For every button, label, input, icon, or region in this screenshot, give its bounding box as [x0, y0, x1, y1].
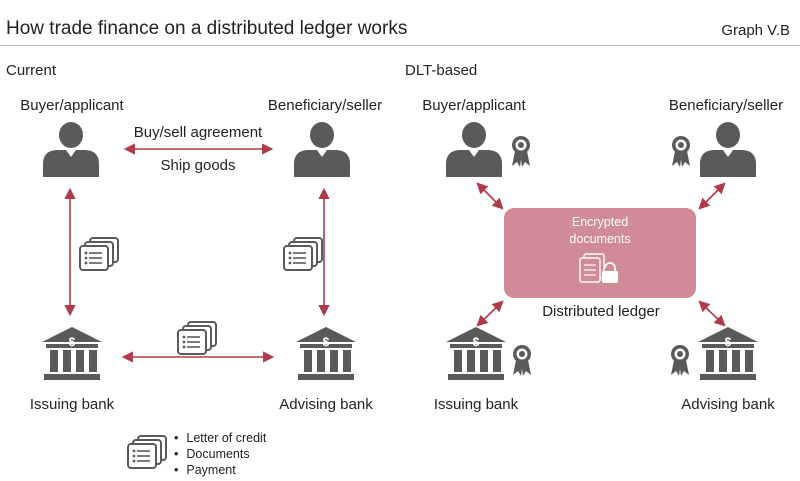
label-distributed-ledger: Distributed ledger [542, 303, 660, 320]
label-encrypted-line1: Encrypted [571, 215, 629, 229]
label-ship-goods: Ship goods [160, 157, 236, 174]
person-icon-dlt-seller [700, 122, 756, 177]
documents-icon-legend [127, 435, 167, 469]
arrow-dlt-seller-ledger [698, 182, 726, 210]
section-label-dlt: DLT-based [405, 62, 478, 79]
person-icon-dlt-buyer [446, 122, 502, 177]
diagram-title: How trade finance on a distributed ledge… [6, 18, 408, 39]
arrow-dlt-ledger-advising [698, 300, 726, 327]
label-dlt-advising-bank: Advising bank [681, 396, 775, 413]
label-current-advising-bank: Advising bank [279, 396, 373, 413]
section-label-current: Current [6, 62, 57, 79]
label-dlt-issuing-bank: Issuing bank [433, 396, 519, 413]
arrow-dlt-buyer-ledger [476, 182, 504, 210]
person-icon-current-seller [294, 122, 350, 177]
person-icon-current-buyer [43, 122, 99, 177]
certificate-icon-dlt-buyer [512, 136, 530, 167]
svg-text:$: $ [473, 335, 480, 349]
label-buy-sell-agreement: Buy/sell agreement [133, 124, 263, 141]
arrow-dlt-ledger-issuing [476, 300, 504, 327]
documents-icon-bottom [177, 321, 217, 355]
encrypted-documents-icon [579, 253, 618, 283]
label-current-issuing-bank: Issuing bank [29, 396, 115, 413]
graph-reference: Graph V.B [721, 22, 790, 39]
label-current-buyer: Buyer/applicant [20, 97, 124, 114]
label-dlt-seller: Beneficiary/seller [668, 97, 784, 114]
legend-item-payment: Payment [174, 462, 266, 478]
label-encrypted-line2: documents [569, 232, 631, 246]
distributed-ledger-box [504, 208, 696, 298]
documents-icon-left [79, 237, 119, 271]
label-encrypted-documents: Encrypted documents [504, 214, 696, 248]
certificate-icon-dlt-advising [671, 345, 689, 376]
certificate-icon-dlt-seller [672, 136, 690, 167]
legend-list: Letter of credit Documents Payment [174, 430, 266, 478]
legend-item-documents: Documents [174, 446, 266, 462]
label-current-seller: Beneficiary/seller [267, 97, 383, 114]
svg-text:$: $ [69, 335, 76, 349]
svg-text:$: $ [323, 335, 330, 349]
label-dlt-buyer: Buyer/applicant [422, 97, 526, 114]
certificate-icon-dlt-issuing [513, 345, 531, 376]
svg-text:$: $ [725, 335, 732, 349]
documents-icon-right [283, 237, 323, 271]
legend-item-letter-of-credit: Letter of credit [174, 430, 266, 446]
title-divider [0, 45, 800, 46]
